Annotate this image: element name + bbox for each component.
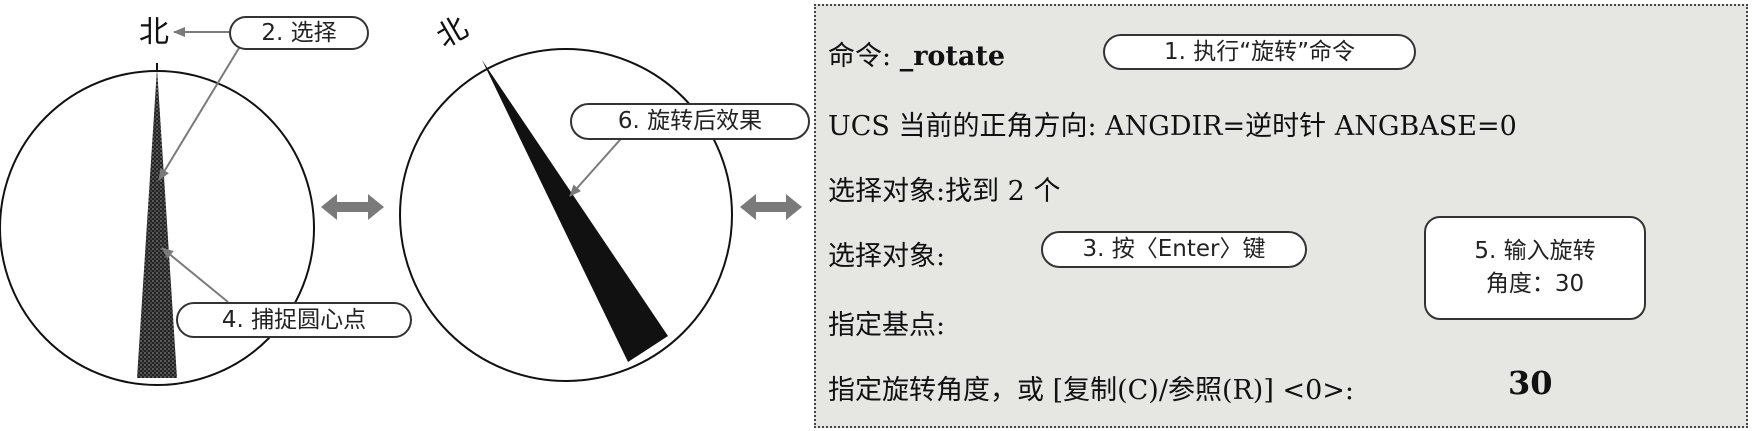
right-compass: 北: [399, 10, 733, 382]
command-prefix: 命令:: [828, 41, 900, 72]
callout-step5-line2: 角度：30: [1485, 271, 1585, 297]
command-line-3: 选择对象:找到 2 个: [828, 176, 1061, 207]
callout-step6: 6. 旋转后效果: [570, 103, 810, 140]
command-line-6: 指定旋转角度，或 [复制(C)/参照(R)] <0>:: [828, 375, 1354, 406]
command-line-4: 选择对象:: [828, 241, 946, 272]
command-line-1: 命令: _rotate: [828, 34, 1005, 73]
command-line-5: 指定基点:: [828, 310, 946, 341]
right-needle-rotated: [482, 60, 668, 362]
command-line-2: UCS 当前的正角方向: ANGDIR=逆时针 ANGBASE=0: [828, 111, 1517, 142]
left-needle-highlighted: [137, 68, 177, 378]
leader-step4-to-center: [161, 247, 229, 303]
left-north-label: 北: [139, 15, 169, 50]
callout-step5: 5. 输入旋转 角度：30: [1424, 216, 1646, 320]
callout-step3: 3. 按〈Enter〉键: [1041, 231, 1307, 268]
leader-step6-to-needle: [569, 131, 628, 197]
leader-step2-to-needle: [158, 47, 240, 181]
transition-arrow-1: [321, 194, 384, 220]
transition-arrow-2: [740, 194, 802, 220]
rotate-command: _rotate: [899, 41, 1006, 72]
callout-step2: 2. 选择: [229, 16, 369, 50]
right-north-label: 北: [431, 10, 474, 55]
callout-step4: 4. 捕捉圆心点: [176, 302, 412, 338]
callout-step5-line1: 5. 输入旋转: [1474, 237, 1596, 264]
rotation-angle-value: 30: [1508, 364, 1553, 402]
callout-step1: 1. 执行“旋转”命令: [1103, 34, 1416, 70]
